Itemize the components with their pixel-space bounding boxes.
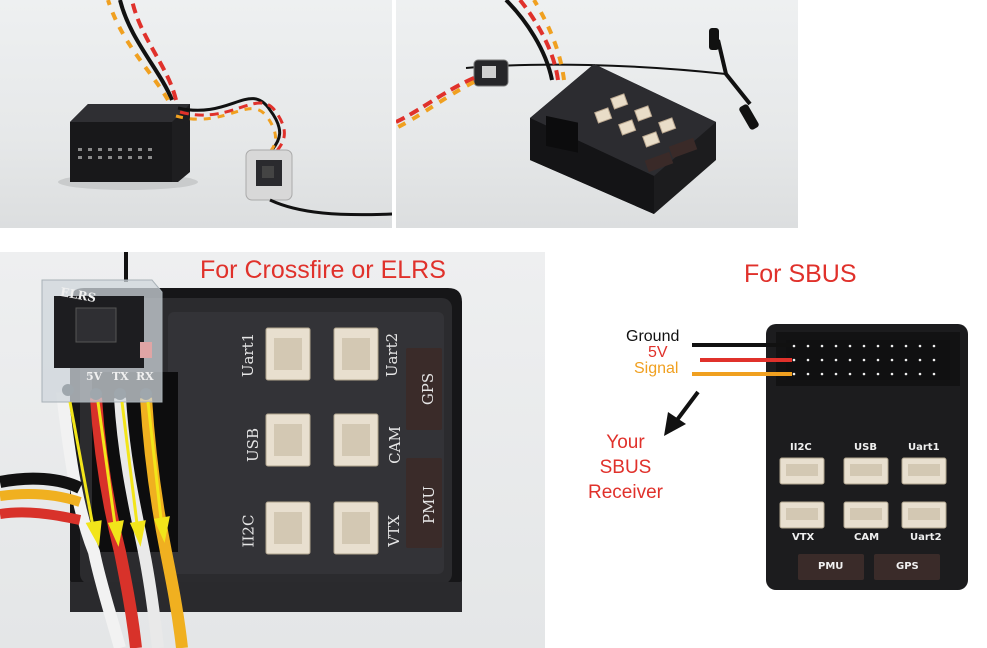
- receiver-note-line3: Receiver: [588, 482, 663, 503]
- elrs-module: [41, 279, 163, 403]
- sbus-panel: For SBUS: [560, 252, 987, 648]
- crossfire-title: For Crossfire or ELRS: [200, 256, 446, 284]
- label-gps: GPS: [419, 372, 438, 406]
- crossfire-elrs-panel: For Crossfire or ELRS ELRS 5V TX RX Uart…: [0, 252, 545, 648]
- photo-receiver-header: [0, 0, 392, 228]
- pmu-pad: [406, 458, 442, 548]
- sbus-title: For SBUS: [744, 260, 857, 288]
- receiver-arrow: [672, 390, 700, 426]
- sbus-label-cam: CAM: [854, 532, 880, 543]
- receiver-note-line2: SBUS: [599, 457, 652, 478]
- label-vtx: VTX: [384, 515, 403, 547]
- pmu-pad-sbus: [798, 554, 864, 580]
- receiver-note-line1: Your: [606, 432, 645, 453]
- elrs-pin-tx: TX: [112, 370, 129, 383]
- sbus-label-uart1: Uart1: [908, 442, 940, 453]
- sbus-diagram-drawing: [664, 324, 968, 590]
- label-5v: 5V: [648, 344, 668, 361]
- label-cam: CAM: [385, 426, 404, 464]
- sbus-ports: [779, 457, 947, 529]
- label-ground: Ground: [626, 328, 680, 345]
- receiver-note: Your SBUS Receiver: [588, 430, 663, 505]
- elrs-pin-rx: RX: [136, 370, 154, 383]
- sbus-header-pins: [792, 344, 936, 376]
- photo-fc-drawing: [396, 0, 759, 214]
- label-pmu: PMU: [420, 485, 439, 525]
- sbus-label-gps: GPS: [896, 561, 919, 572]
- gps-pad: [406, 348, 442, 430]
- label-usb: USB: [243, 428, 262, 462]
- label-uart2: Uart2: [383, 332, 402, 378]
- label-ii2c: II2C: [239, 514, 258, 548]
- sbus-label-uart2: Uart2: [910, 532, 942, 543]
- elrs-pin-5v: 5V: [86, 370, 103, 383]
- photo-receiver-header-drawing: [58, 0, 392, 217]
- sbus-label-ii2c: II2C: [790, 442, 812, 453]
- photo-fc-with-receiver: [396, 0, 798, 228]
- label-signal: Signal: [634, 360, 679, 377]
- sbus-label-usb: USB: [854, 442, 877, 453]
- sbus-label-vtx: VTX: [792, 532, 815, 543]
- crossfire-ports: [265, 327, 379, 555]
- sbus-label-pmu: PMU: [818, 561, 844, 572]
- gps-pad-sbus: [874, 554, 940, 580]
- label-uart1: Uart1: [239, 332, 258, 378]
- wiring-arrows: [68, 401, 170, 547]
- crossfire-photo-drawing: [0, 252, 462, 648]
